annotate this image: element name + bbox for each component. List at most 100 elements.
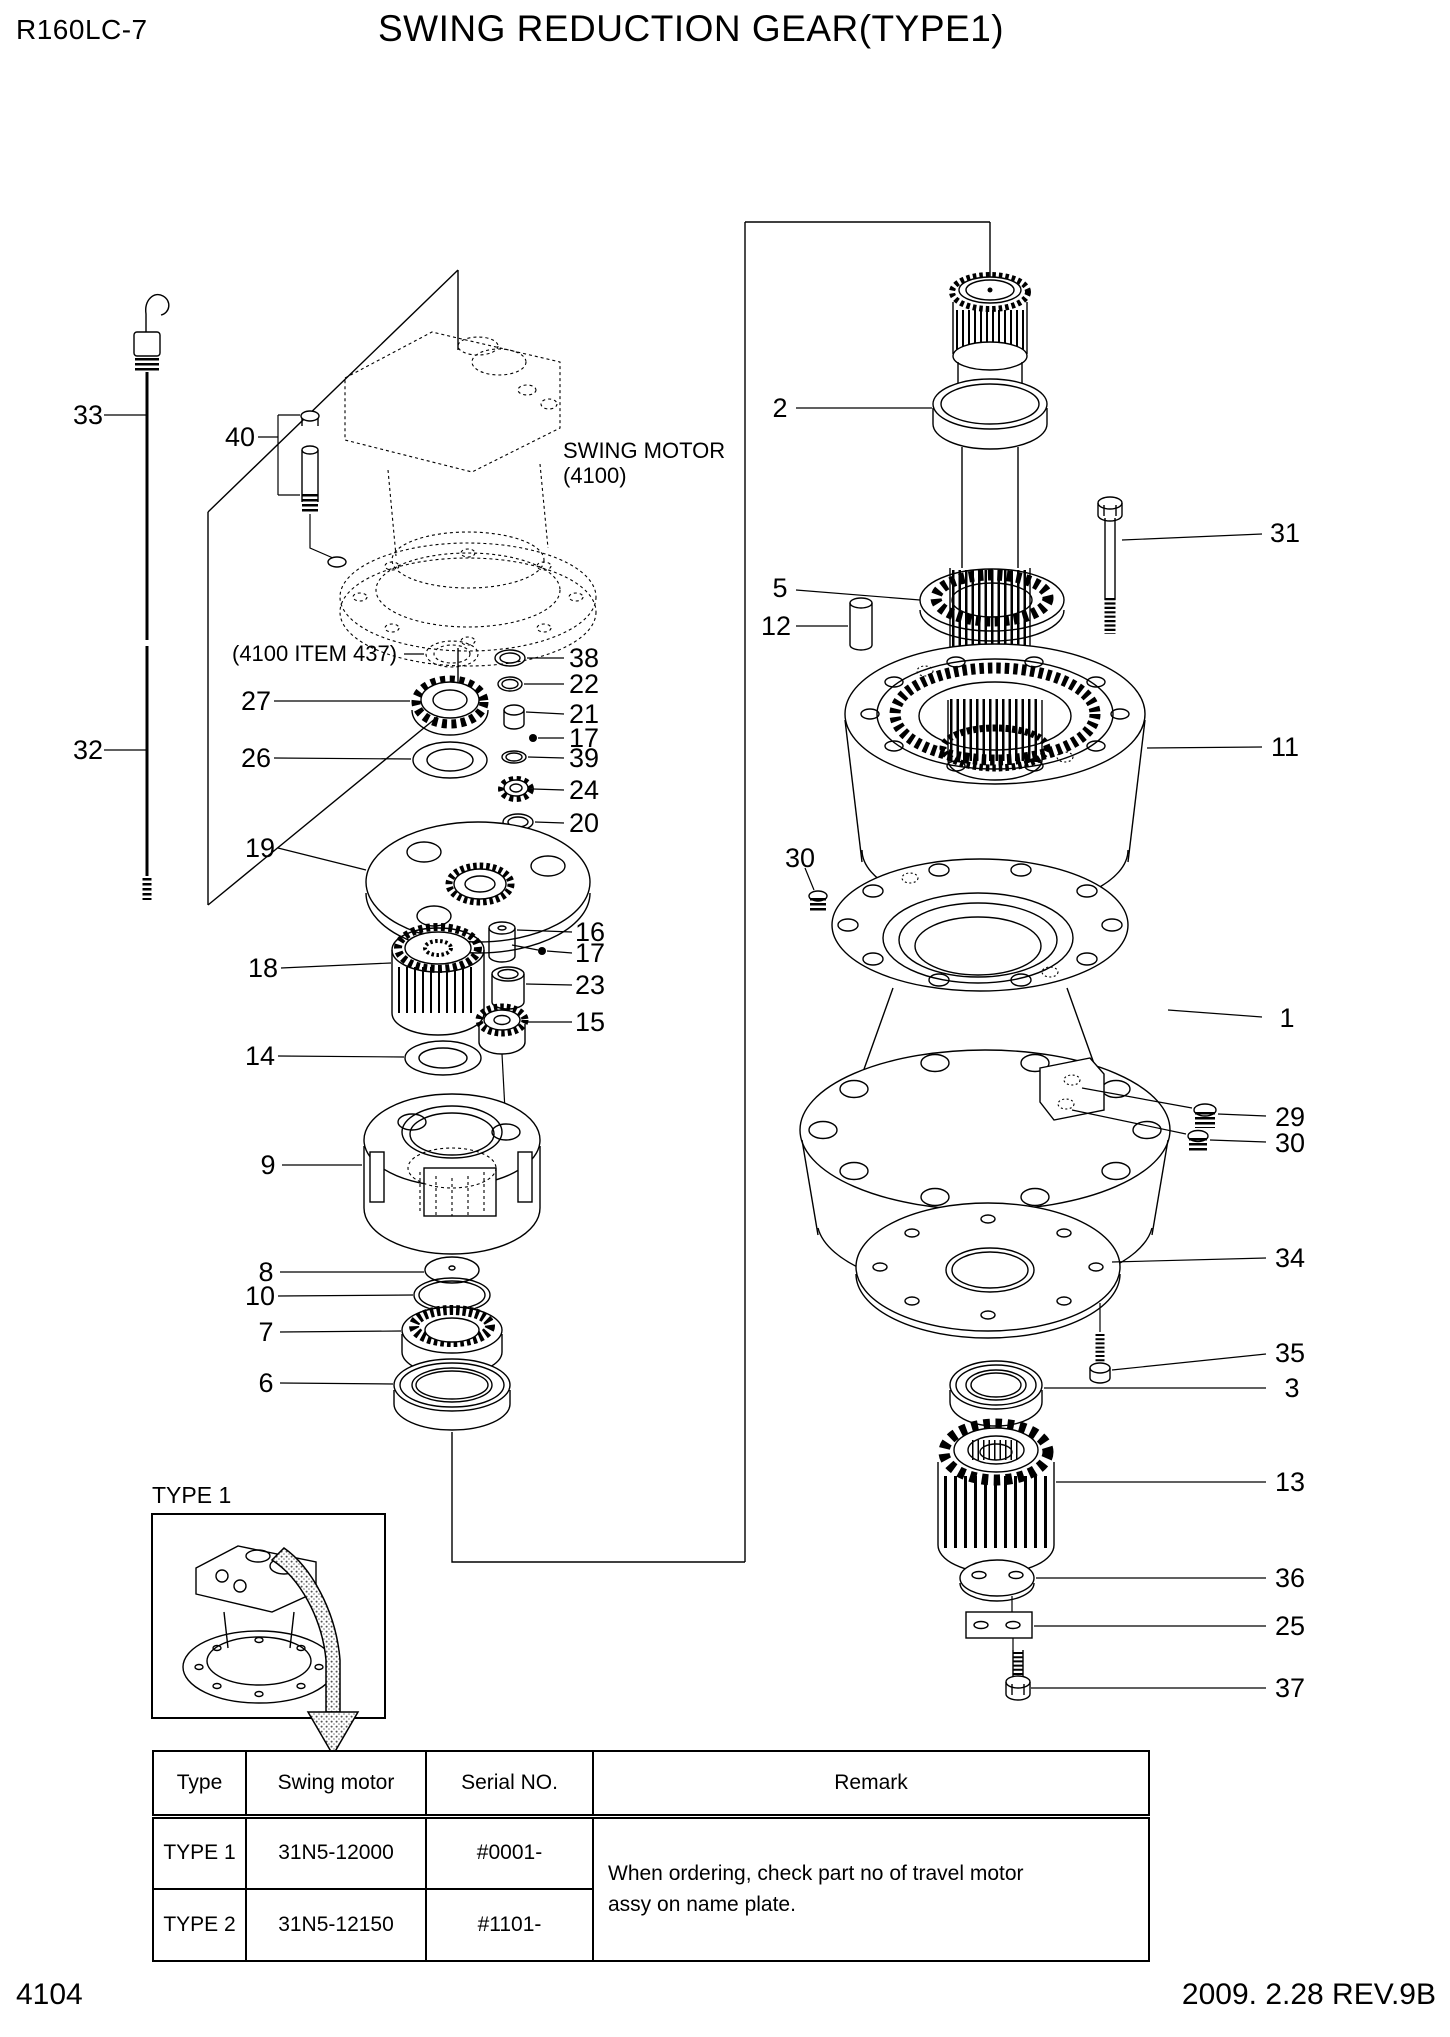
leader-line-30 [1209,1139,1267,1143]
part-7-bearing [401,1305,503,1376]
leader-line-17 [546,950,573,954]
part-40-bolt-pin [300,410,347,568]
leader-line-21 [525,711,565,715]
leader-line-34 [1111,1257,1267,1263]
item-437-ring [404,640,479,668]
callout-32: 32 [73,735,103,765]
table-cell: #0001- [425,1815,594,1890]
leader-line-10 [277,1294,414,1297]
leader-line-11 [1146,746,1263,749]
callout-1: 1 [1279,1003,1294,1033]
callout-15: 15 [575,1007,605,1037]
leader-line-29 [1217,1113,1267,1117]
callout-2: 2 [772,393,787,423]
leader-line-30 [804,867,815,891]
callout-5: 5 [772,573,787,603]
part-27-gear [411,675,489,736]
part-14-washer [404,1040,482,1076]
callout-35: 35 [1275,1338,1305,1368]
part-13-pinion [937,1418,1055,1574]
remark-text: When ordering, check part no of travel m… [608,1861,1024,1917]
table-cell: TYPE 2 [152,1887,247,1962]
part-2-shaft [932,272,1048,660]
callout-23: 23 [575,970,605,1000]
callout-10: 10 [245,1281,275,1311]
leader-line-19 [277,847,367,871]
page-title: SWING REDUCTION GEAR(TYPE1) [378,8,1005,49]
type1-arrow [270,1547,360,1757]
table-header-remark: Remark [592,1750,1150,1819]
part-6-race [393,1358,511,1431]
item-437-label: (4100 ITEM 437) [232,641,397,666]
table-cell: 31N5-12150 [245,1887,427,1962]
part-1-housing [799,858,1171,1293]
leader-line-30 [1071,1109,1187,1135]
callout-40: 40 [225,422,255,452]
callout-8: 8 [258,1257,273,1287]
callout-29: 29 [1275,1102,1305,1132]
callout-22: 22 [569,669,599,699]
table-header-serial-no-: Serial NO. [425,1750,594,1819]
part-17-ball [529,734,537,742]
leader-line-1 [1167,1009,1263,1018]
part-31-bolt [1097,496,1123,634]
type1-inset-title: TYPE 1 [152,1482,232,1508]
leader-line-35 [1111,1353,1267,1371]
part-25-plate [965,1611,1033,1650]
swing-motor-ghost [339,331,597,667]
callout-26: 26 [241,743,271,773]
leader-line-29 [1081,1087,1193,1109]
part-17-ball [538,947,546,955]
table-cell: TYPE 1 [152,1815,247,1890]
callout-39: 39 [569,743,599,773]
leader-line-14 [277,1055,405,1058]
leader-line-16 [516,929,573,933]
leader-line-5 [795,589,921,601]
part-8-disc [424,1256,480,1284]
view-bracket-lines [451,221,991,1563]
callout-38: 38 [569,643,599,673]
callout-7: 7 [258,1317,273,1347]
type1-inset-motor [182,1545,336,1704]
table-header-type: Type [152,1750,247,1819]
model-code: R160LC-7 [16,14,148,45]
callout-27: 27 [241,686,271,716]
leader-line-7 [279,1330,402,1333]
part-35-bolt [1089,1334,1111,1384]
projection-plane [207,269,459,906]
part-39-ring [501,750,527,764]
part-19-carrier [365,821,591,954]
part-33-hook-rod [133,294,170,640]
callout-9: 9 [260,1150,275,1180]
callout-20: 20 [569,808,599,838]
leader-line-18 [280,962,392,969]
callout-16: 16 [575,917,605,947]
page-number: 4104 [16,1978,83,2011]
leader-line-20 [534,821,565,824]
type1-inset [151,1513,386,1757]
callout-36: 36 [1275,1563,1305,1593]
callout-3: 3 [1284,1373,1299,1403]
callout-11: 11 [1271,732,1299,762]
part-37-bolt [1005,1650,1031,1701]
part-18-gear [391,923,485,1036]
part-9-carrier [363,1093,541,1255]
part-26-washer [412,741,488,779]
callout-30: 30 [1275,1128,1305,1158]
part-2-spline-through [947,699,1043,781]
leader-line-17 [511,944,539,951]
revision-date: 2009. 2.28 REV.9B [1181,1978,1436,2011]
callout-13: 13 [1275,1467,1305,1497]
leader-line-26 [273,757,412,760]
part-29-plug [1193,1103,1217,1128]
leader-line-39 [527,756,565,759]
callout-18: 18 [248,953,278,983]
callout-37: 37 [1275,1673,1305,1703]
callout-19: 19 [245,833,275,863]
part-22-ring [497,676,523,692]
leader-line-24 [532,788,565,791]
